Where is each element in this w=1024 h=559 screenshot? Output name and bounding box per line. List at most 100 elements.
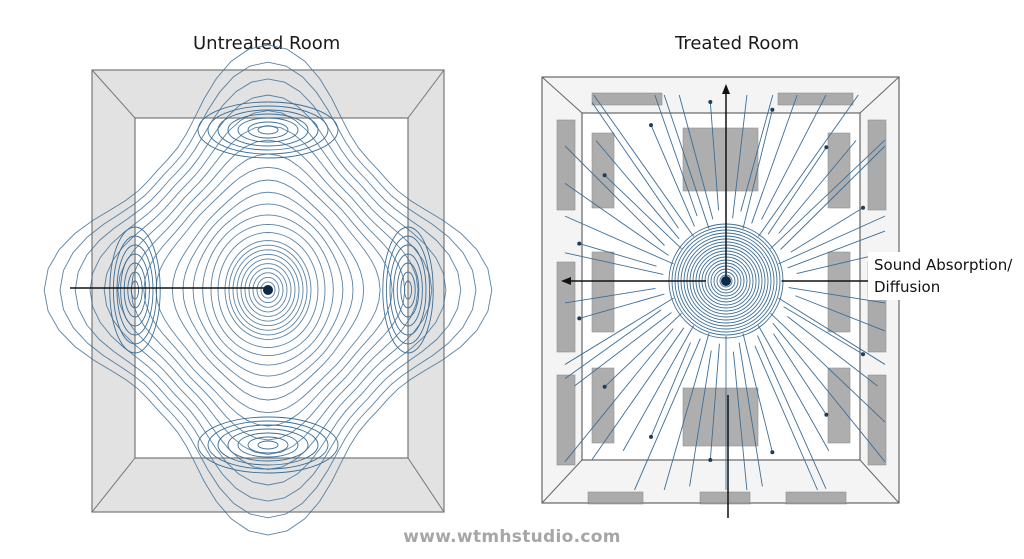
diffusion-ray [732,94,748,219]
arrowhead [649,434,653,439]
diffusion-ray [751,94,798,224]
acoustic-panel [699,491,751,505]
arrowhead [824,145,829,150]
wave-lobe [116,244,154,336]
arrowhead [602,173,607,178]
diffusion-ray [788,287,886,304]
wave-ring [232,249,304,331]
wave-lobe [396,262,420,318]
diffusion-ray [564,145,665,246]
acoustic-panel [591,92,663,106]
wave-ring [155,166,381,414]
acoustic-panel [867,374,887,466]
diffusion-ray [783,306,864,355]
wave-ring [244,263,292,317]
diffusion-ray [732,351,748,491]
diffusion-ray [654,94,698,217]
wave-lobe [257,440,279,450]
diffusion-ray [742,109,773,229]
diffusion-ray [564,252,664,275]
untreated-room [43,44,493,536]
sound-source [263,285,273,295]
wave-lobe [237,432,299,458]
wave-ring [248,267,288,313]
acoustic-panel [682,387,759,447]
wave-lobe [109,226,161,354]
diffusion-ray [790,207,864,253]
arrowhead [577,241,582,246]
acoustic-panel [556,374,576,466]
wave-lobe [127,271,143,309]
wave-lobe [227,428,309,462]
diffusion-ray [595,140,680,240]
diffusion-ray [564,328,674,462]
watermark: www.wtmhstudio.com [403,527,621,547]
wave-lobe [382,226,434,354]
diffusion-ray [678,94,714,220]
wave-ring [228,244,308,336]
diffusion-ray [778,140,857,234]
diffusion-ray [591,327,685,460]
wave-ring [217,232,319,348]
wave-ring [117,125,419,455]
wave-ring [43,44,493,536]
diffusion-ray [761,94,827,220]
wave-lobe [400,271,416,309]
arrowhead [861,352,866,357]
wave-lobe [393,253,423,327]
diffusion-ray [773,333,827,416]
arrowhead [770,450,775,455]
diffusion-ray [689,350,712,487]
diffusion-ray [780,145,886,250]
wave-lobe [247,121,289,139]
diffusion-ray [757,94,859,237]
wave-ring [210,223,326,357]
diffusion-ray [778,215,886,265]
wave-lobe [207,420,329,470]
sound-source [721,276,731,286]
wave-lobe [217,109,319,151]
wave-ring [202,214,334,366]
wave-ring [192,203,344,377]
wave-lobe [257,125,279,135]
acoustic-panel [682,127,759,192]
acoustic-panel [867,119,887,211]
acoustic-panel [556,261,576,353]
untreated-room-title: Untreated Room [193,33,341,54]
arrowhead [649,123,653,128]
diffusion-ray [564,215,674,265]
sound-absorption-callout: Sound Absorption/ Diffusion [868,252,1019,300]
arrowhead [861,205,866,210]
diffusion-ray [795,295,886,332]
wave-lobe [237,117,299,143]
arrowhead [770,107,775,112]
wave-ring [74,78,462,502]
acoustic-panel [591,132,615,209]
diffusion-ray [742,333,773,453]
callout-line-1: Sound Absorption/ [874,256,1013,274]
wave-lobe [123,262,147,318]
diffusion-ray [757,335,827,490]
arrowhead [577,316,582,321]
diffusion-ray [574,312,672,387]
diffusion-ray [738,342,763,487]
acoustic-panel [777,92,854,106]
diffusion-ray [787,230,886,269]
diffusion-ray [564,309,662,379]
diffusion-ray [650,124,695,227]
diffusion-ray [591,102,679,229]
acoustic-panel [827,251,851,333]
wave-ring [256,276,280,304]
wave-ring [252,272,284,308]
diffusion-ray [604,174,682,249]
diffusion-ray [772,322,886,462]
diffusion-ray [770,313,886,423]
acoustic-panel [591,251,615,333]
treated-room-title: Treated Room [675,33,799,54]
diffusion-ray [593,94,695,237]
diffusion-ray [778,297,886,365]
diffusion-ray [740,94,774,212]
diffusion-ray [709,343,720,461]
wave-lobe [389,244,427,336]
wave-lobe [247,436,289,454]
